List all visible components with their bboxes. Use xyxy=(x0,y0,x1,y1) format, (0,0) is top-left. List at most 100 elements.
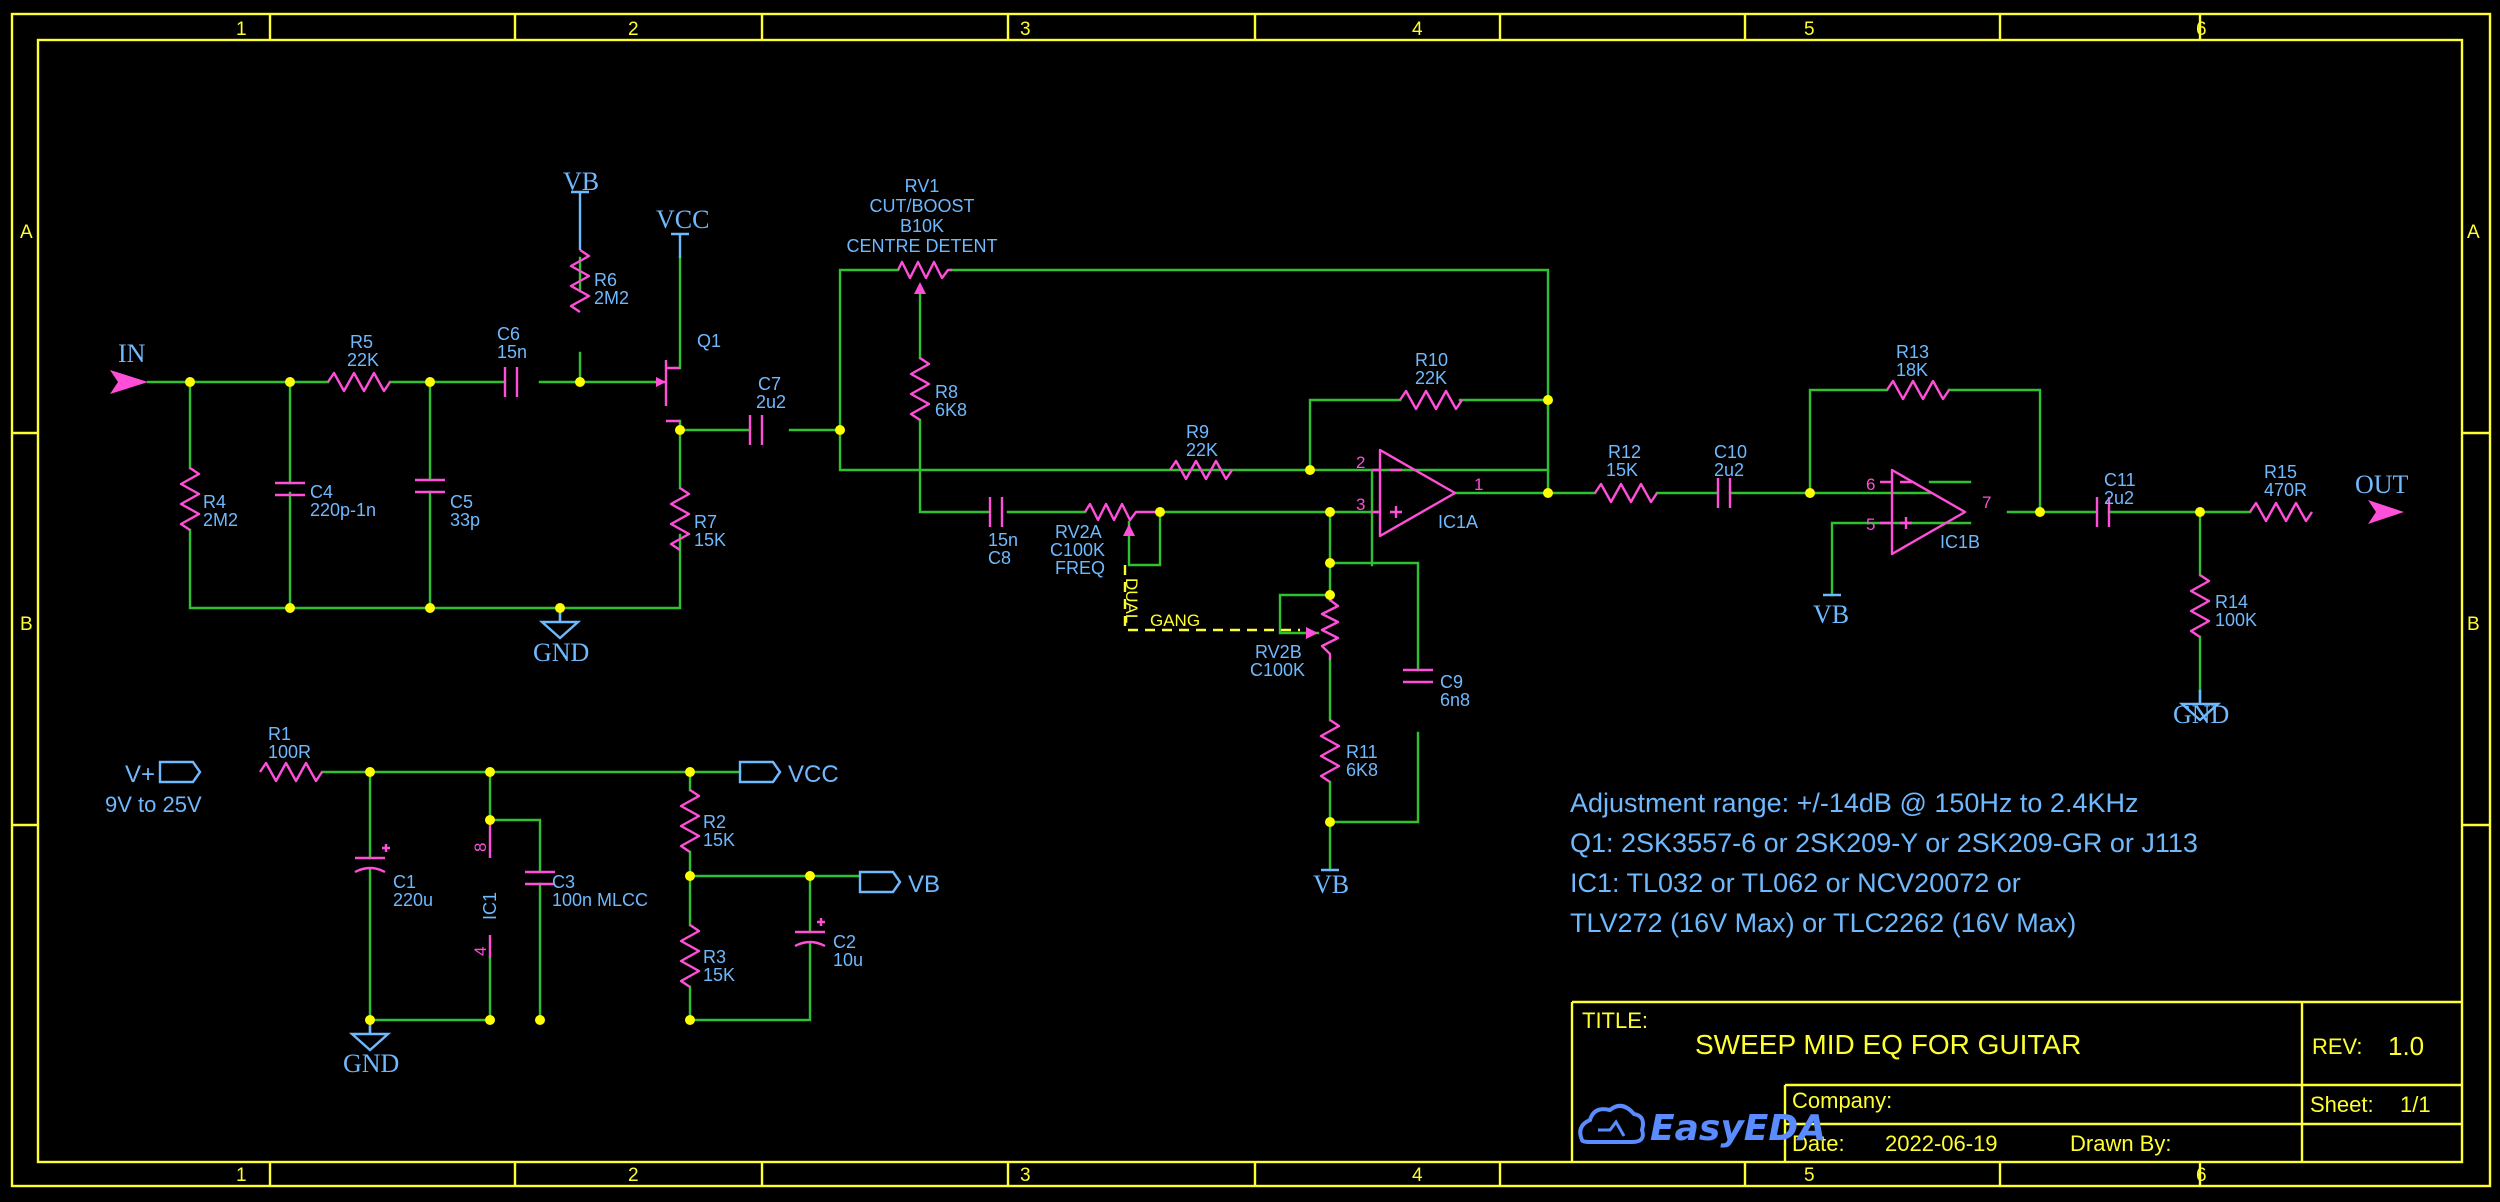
date-value: 2022-06-19 xyxy=(1885,1131,1998,1156)
r2-resistor xyxy=(679,788,701,854)
vplus-label: V+ xyxy=(125,761,155,788)
r11-resistor xyxy=(1319,718,1341,784)
row-label-right-a: A xyxy=(2467,222,2480,243)
rv1-value: B10K xyxy=(900,216,944,236)
r5-resistor xyxy=(326,371,392,393)
rv1-function: CUT/BOOST xyxy=(869,196,974,216)
r8-value: 6K8 xyxy=(935,400,967,420)
col-label-bottom-6: 6 xyxy=(2196,1165,2207,1186)
ic1a-ref: IC1A xyxy=(1438,512,1478,532)
vcc-symbol-q1 xyxy=(671,232,689,258)
sheet-label: Sheet: xyxy=(2310,1092,2374,1117)
vplus-port xyxy=(158,760,202,784)
row-label-left-a: A xyxy=(20,222,33,243)
c8-capacitor xyxy=(988,495,1004,529)
c3-value: 100n MLCC xyxy=(552,890,648,910)
out-net-label: OUT xyxy=(2355,470,2409,499)
c4-ref: C4 xyxy=(310,482,333,502)
drawing-frame: 1 2 3 4 5 6 1 2 3 4 5 6 A B A B xyxy=(10,12,2492,1188)
vb-label-ic1b: VB xyxy=(1813,600,1849,629)
r12-value: 15K xyxy=(1606,460,1638,480)
c8-value: 15n xyxy=(988,530,1018,550)
c1-ref: C1 xyxy=(393,872,416,892)
ic1b-ref: IC1B xyxy=(1940,532,1980,552)
c2-ref: C2 xyxy=(833,932,856,952)
c10-ref: C10 xyxy=(1714,442,1747,462)
col-label-top-1: 1 xyxy=(236,19,247,40)
rv1-ref: RV1 xyxy=(905,176,940,196)
ic1-pin4: 4 xyxy=(471,947,490,956)
r5-ref: R5 xyxy=(350,332,373,352)
vb-symbol-r6 xyxy=(571,190,589,250)
ic1-power-ref: IC1 xyxy=(480,892,500,920)
col-label-bottom-2: 2 xyxy=(628,1165,639,1186)
c5-ref: C5 xyxy=(450,492,473,512)
gnd-label-power: GND xyxy=(343,1049,399,1078)
ic1a-opamp xyxy=(1372,448,1457,538)
note-ic1-options-cont: TLV272 (16V Max) or TLC2262 (16V Max) xyxy=(1570,908,2076,938)
wires xyxy=(146,256,2252,1022)
col-label-top-3: 3 xyxy=(1020,19,1031,40)
c10-capacitor xyxy=(1716,476,1732,510)
easyeda-logo-text: EasyEDA xyxy=(1650,1108,1826,1149)
design-notes: Adjustment range: +/-14dB @ 150Hz to 2.4… xyxy=(1570,788,2198,938)
date-label: Date: xyxy=(1792,1131,1845,1156)
col-label-top-4: 4 xyxy=(1412,19,1423,40)
c6-capacitor xyxy=(503,365,519,399)
ic1b-pin7: 7 xyxy=(1982,493,1991,512)
r1-ref: R1 xyxy=(268,724,291,744)
rv2a-potentiometer xyxy=(1083,502,1160,536)
r12-ref: R12 xyxy=(1608,442,1641,462)
vcc-port-label: VCC xyxy=(788,761,839,788)
ic1a-pin1: 1 xyxy=(1474,475,1483,494)
r4-ref: R4 xyxy=(203,492,226,512)
rv2a-value: C100K xyxy=(1050,540,1105,560)
r3-resistor xyxy=(679,923,701,989)
r11-ref: R11 xyxy=(1346,742,1378,762)
drawn-by-label: Drawn By: xyxy=(2070,1131,2171,1156)
drawing-title: SWEEP MID EQ FOR GUITAR xyxy=(1695,1029,2081,1060)
sheet-value: 1/1 xyxy=(2400,1092,2431,1117)
r12-resistor xyxy=(1593,482,1659,504)
rv1-detent: CENTRE DETENT xyxy=(846,236,997,256)
c10-value: 2u2 xyxy=(1714,460,1744,480)
r14-resistor xyxy=(2189,573,2211,639)
vb-port-label: VB xyxy=(908,871,940,898)
title-label: TITLE: xyxy=(1582,1008,1648,1033)
ic1b-pin6: 6 xyxy=(1866,475,1875,494)
rv2b-ref: RV2B xyxy=(1255,642,1302,662)
in-port-arrow xyxy=(110,370,148,394)
r11-value: 6K8 xyxy=(1346,760,1378,780)
c3-capacitor xyxy=(523,870,557,886)
note-ic1-options: IC1: TL032 or TL062 or NCV20072 or xyxy=(1570,868,2021,898)
gang-link-line xyxy=(1123,565,1300,632)
ic1-pin8: 8 xyxy=(471,843,490,852)
r10-resistor xyxy=(1398,389,1464,411)
c7-ref: C7 xyxy=(758,374,781,394)
vb-port xyxy=(858,870,902,894)
r13-value: 18K xyxy=(1896,360,1928,380)
r10-ref: R10 xyxy=(1415,350,1448,370)
r8-resistor xyxy=(909,356,931,422)
easyeda-logo: EasyEDA xyxy=(1578,1103,1826,1149)
r14-ref: R14 xyxy=(2215,592,2248,612)
rv2a-ref: RV2A xyxy=(1055,522,1102,542)
c2-capacitor xyxy=(794,918,826,948)
c7-value: 2u2 xyxy=(756,392,786,412)
r13-resistor xyxy=(1885,379,1951,401)
vb-label-rv2b: VB xyxy=(1313,870,1349,899)
gnd-label-input: GND xyxy=(533,638,589,667)
c7-capacitor xyxy=(748,413,764,447)
r10-value: 22K xyxy=(1415,368,1447,388)
rv2b-potentiometer xyxy=(1306,599,1340,660)
r3-value: 15K xyxy=(703,965,735,985)
c1-capacitor xyxy=(354,844,390,874)
c5-value: 33p xyxy=(450,510,480,530)
rev-value: 1.0 xyxy=(2388,1031,2424,1061)
col-label-top-2: 2 xyxy=(628,19,639,40)
c5-capacitor xyxy=(413,478,447,494)
col-label-top-6: 6 xyxy=(2196,19,2207,40)
c9-value: 6n8 xyxy=(1440,690,1470,710)
rv1-potentiometer xyxy=(896,260,952,294)
